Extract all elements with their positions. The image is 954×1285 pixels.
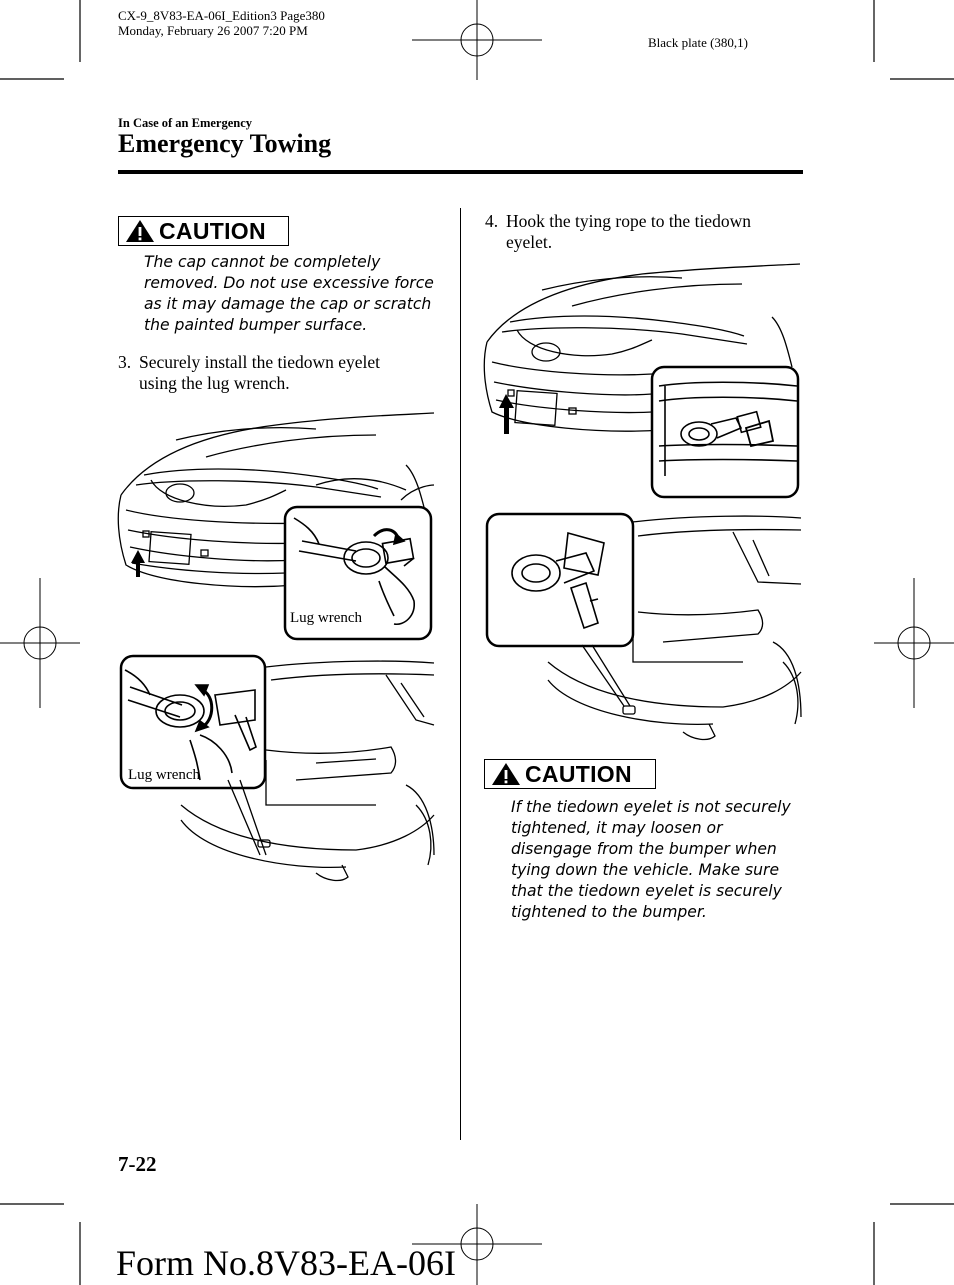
- eyelet-inset-front: [650, 365, 800, 499]
- registration-mark-icon: [412, 0, 542, 80]
- registration-mark-icon: [874, 578, 954, 708]
- title-rule: [118, 170, 803, 174]
- warning-triangle-icon: [492, 763, 520, 785]
- step-text: Hook the tying rope to the tiedown eyele…: [506, 211, 751, 252]
- caution-text-right: If the tiedown eyelet is not securely ti…: [511, 798, 791, 921]
- front-vehicle-illustration-right: [483, 263, 801, 434]
- step-number: 3.: [118, 352, 132, 372]
- column-divider: [460, 208, 461, 1140]
- page-number: 7-22: [118, 1152, 157, 1176]
- lug-wrench-inset-rear: Lug wrench: [119, 654, 267, 790]
- form-number: Form No.8V83-EA-06I: [116, 1243, 456, 1283]
- page-title: Emergency Towing: [118, 129, 332, 158]
- step-3: 3. Securely install the tiedown eyelet u…: [118, 352, 418, 394]
- callout-lines-right: [581, 644, 631, 707]
- rear-vehicle-illustration: [180, 660, 435, 882]
- print-plate: Black plate (380,1): [648, 35, 748, 50]
- inset-label-front: Lug wrench: [290, 610, 363, 626]
- step-number: 4.: [485, 211, 499, 231]
- caution-label: CAUTION: [159, 217, 266, 244]
- registration-mark-icon: [412, 1204, 542, 1285]
- rotate-arrow-icon: [194, 684, 214, 733]
- up-arrow-icon: [131, 550, 145, 577]
- eyelet-inset-rear: [485, 512, 635, 648]
- step-text: Securely install the tiedown eyelet usin…: [139, 352, 381, 393]
- front-vehicle-illustration: [117, 412, 435, 588]
- caution-box-right: CAUTION: [484, 759, 656, 789]
- inset-label-rear: Lug wrench: [128, 767, 201, 783]
- chapter-name: In Case of an Emergency: [118, 116, 253, 130]
- caution-box-left: CAUTION: [118, 216, 289, 246]
- registration-mark-icon: [0, 578, 80, 708]
- caution-text-left: The cap cannot be completely removed. Do…: [144, 253, 434, 334]
- warning-triangle-icon: [126, 220, 154, 242]
- rear-vehicle-illustration-right: [547, 515, 802, 741]
- callout-lines-left: [227, 779, 267, 856]
- print-file-line: CX-9_8V83-EA-06I_Edition3 Page380: [118, 8, 325, 23]
- up-arrow-icon: [499, 394, 514, 434]
- lug-wrench-inset-front: Lug wrench: [283, 505, 433, 641]
- print-date-line: Monday, February 26 2007 7:20 PM: [118, 23, 308, 38]
- step-4: 4. Hook the tying rope to the tiedown ey…: [485, 211, 785, 253]
- caution-label: CAUTION: [525, 760, 632, 787]
